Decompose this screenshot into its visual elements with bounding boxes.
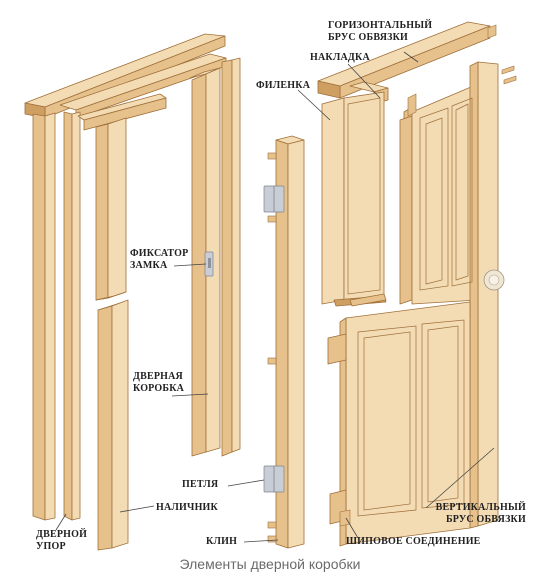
panel-board bbox=[321, 91, 387, 307]
frame-casing-right bbox=[221, 57, 241, 457]
figure-caption: Элементы дверной коробки bbox=[179, 556, 361, 572]
label-tenon-joint-text: ШИПОВОЕ СОЕДИНЕНИЕ bbox=[346, 536, 481, 547]
leader-lines bbox=[55, 51, 495, 543]
hinge-lower bbox=[263, 465, 285, 493]
left-casing-post bbox=[32, 112, 56, 521]
label-horizontal-rail-line2: БРУС ОБВЯЗКИ bbox=[328, 32, 409, 43]
label-panel: ФИЛЕНКА bbox=[256, 80, 310, 92]
label-lock-latch: ФИКСАТОР ЗАМКА bbox=[130, 248, 188, 272]
label-horizontal-rail: ГОРИЗОНТАЛЬНЫЙ БРУС ОБВЯЗКИ bbox=[328, 20, 432, 44]
hinge-upper bbox=[263, 185, 285, 213]
left-stile bbox=[267, 135, 305, 549]
door-frame-assembly bbox=[24, 33, 241, 551]
label-wedge: КЛИН bbox=[206, 536, 237, 548]
label-panel-text: ФИЛЕНКА bbox=[256, 80, 311, 91]
door-leaf-assembly bbox=[263, 21, 517, 549]
label-overlay: НАКЛАДКА bbox=[310, 52, 370, 64]
label-casing: НАЛИЧНИК bbox=[156, 502, 218, 514]
label-hinge: ПЕТЛЯ bbox=[182, 479, 218, 491]
inner-frame-head bbox=[59, 53, 227, 119]
lock-strike-plate bbox=[204, 251, 214, 277]
door-stop-strip bbox=[63, 111, 81, 521]
frame-jamb-upper bbox=[77, 93, 167, 301]
label-vertical-stile: ВЕРТИКАЛЬНЫЙ БРУС ОБВЯЗКИ bbox=[414, 502, 526, 526]
label-lock-latch-line1: ФИКСАТОР bbox=[130, 248, 189, 259]
label-vertical-stile-line1: ВЕРТИКАЛЬНЫЙ bbox=[435, 502, 526, 513]
label-door-frame-line2: КОРОБКА bbox=[133, 383, 185, 394]
label-overlay-text: НАКЛАДКА bbox=[310, 52, 370, 63]
label-door-frame: ДВЕРНАЯ КОРОБКА bbox=[133, 371, 184, 395]
door-leaf bbox=[327, 61, 517, 547]
label-wedge-text: КЛИН bbox=[206, 536, 238, 547]
label-lock-latch-line2: ЗАМКА bbox=[130, 260, 168, 271]
top-rail bbox=[317, 21, 497, 99]
label-door-stop-line2: УПОР bbox=[36, 541, 66, 552]
label-tenon-joint: ШИПОВОЕ СОЕДИНЕНИЕ bbox=[346, 536, 481, 548]
label-vertical-stile-line2: БРУС ОБВЯЗКИ bbox=[445, 514, 526, 525]
label-casing-text: НАЛИЧНИК bbox=[156, 502, 218, 513]
label-door-stop: ДВЕРНОЙ УПОР bbox=[36, 529, 87, 553]
label-hinge-text: ПЕТЛЯ bbox=[182, 479, 219, 490]
label-door-frame-line1: ДВЕРНАЯ bbox=[133, 371, 183, 382]
casing-lower bbox=[97, 299, 129, 551]
label-door-stop-line1: ДВЕРНОЙ bbox=[36, 529, 88, 540]
label-horizontal-rail-line1: ГОРИЗОНТАЛЬНЫЙ bbox=[328, 20, 433, 31]
